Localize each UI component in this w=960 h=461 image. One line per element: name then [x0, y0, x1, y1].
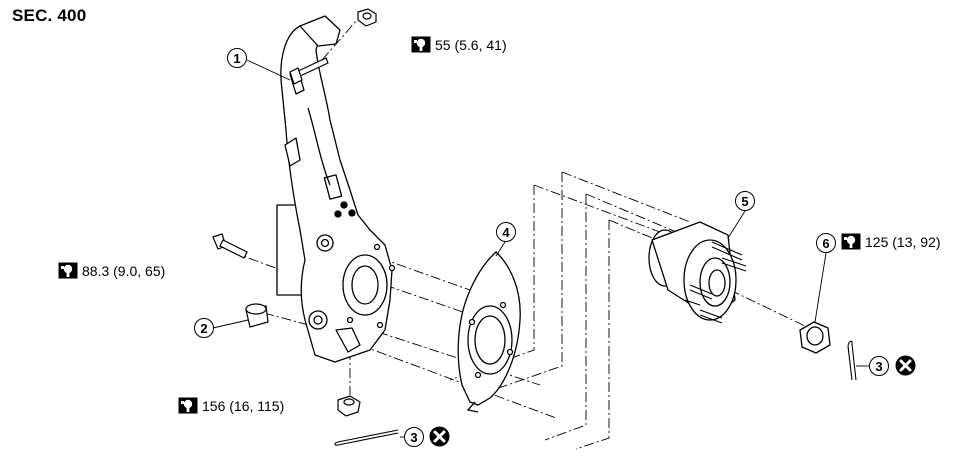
- baffle-plate: [457, 251, 521, 413]
- torque-value-hub-nut: 125 (13, 92): [865, 233, 941, 250]
- hub-bearing-assembly: [648, 221, 747, 324]
- upper-bolt: [289, 57, 329, 85]
- section-label: SEC. 400: [12, 6, 87, 25]
- hub-nut: [799, 321, 831, 354]
- steering-knuckle: [276, 15, 396, 363]
- torque-spec-side-bolt: 88.3 (9.0, 65): [58, 262, 165, 279]
- right-cotter-pin: [847, 340, 857, 381]
- torque-spec-hub-nut: 125 (13, 92): [841, 233, 941, 250]
- callout-bushing: 2: [194, 318, 214, 338]
- leader-lines: [212, 59, 869, 438]
- torque-value-upper-nut: 55 (5.6, 41): [435, 36, 507, 53]
- torque-value-lower-nut: 156 (16, 115): [202, 397, 285, 414]
- side-bolt: [212, 233, 248, 259]
- torque-wrench-icon: [411, 36, 431, 53]
- callout-cotter-pin-lower: 3: [404, 427, 424, 447]
- torque-value-side-bolt: 88.3 (9.0, 65): [82, 262, 166, 279]
- torque-spec-lower-nut: 156 (16, 115): [178, 397, 284, 414]
- upper-nut: [357, 8, 377, 27]
- callout-hub-bearing: 5: [735, 191, 755, 211]
- callout-hub-nut: 6: [816, 233, 836, 253]
- bushing: [245, 303, 269, 328]
- torque-wrench-icon: [841, 233, 861, 250]
- callout-baffle-plate: 4: [496, 222, 516, 242]
- torque-wrench-icon: [58, 262, 78, 279]
- lower-cotter-pin: [334, 429, 399, 446]
- callout-cotter-pin-right: 3: [869, 356, 889, 376]
- callout-knuckle: 1: [227, 48, 247, 68]
- torque-spec-upper-nut: 55 (5.6, 41): [411, 36, 507, 53]
- do-not-reuse-icon: [895, 355, 916, 376]
- do-not-reuse-icon: [429, 426, 450, 447]
- lower-nut: [337, 395, 361, 417]
- torque-wrench-icon: [178, 397, 198, 414]
